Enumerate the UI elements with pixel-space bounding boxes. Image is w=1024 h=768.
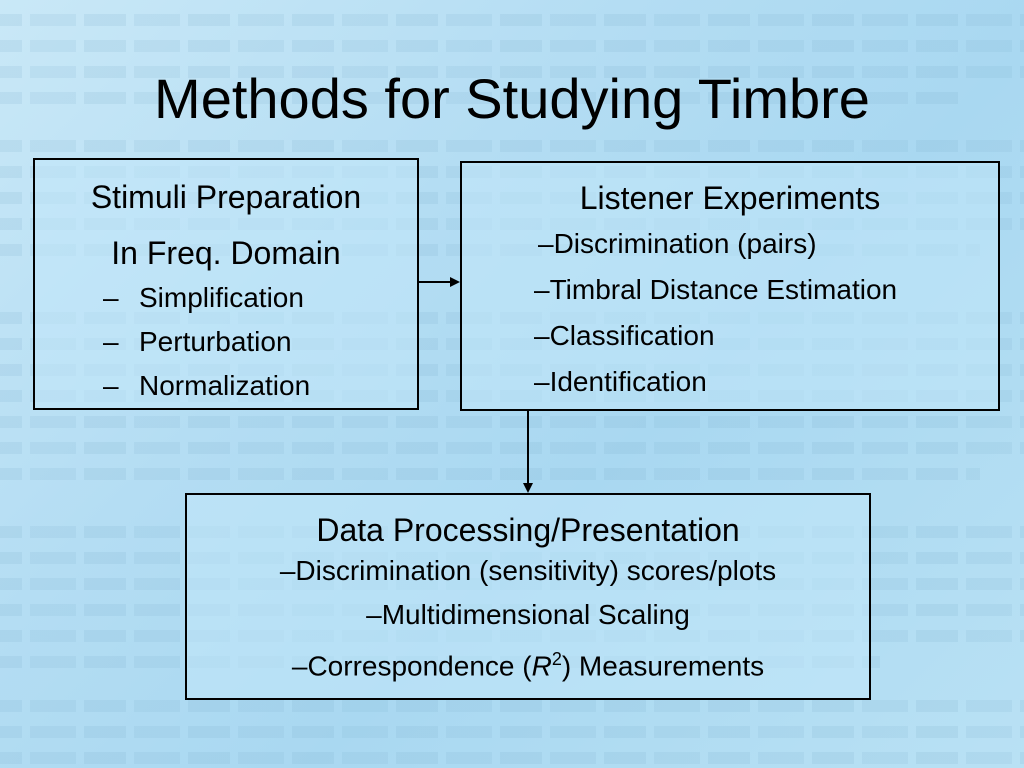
stimuli-heading-line1: Stimuli Preparation — [90, 179, 362, 215]
dash-prefix: – — [279, 555, 296, 586]
list-item: –Classification — [462, 313, 998, 359]
list-item-text: Discrimination (sensitivity) scores/plot… — [295, 555, 777, 586]
list-item-text: Multidimensional Scaling — [381, 599, 690, 630]
dash-prefix: – — [291, 650, 308, 682]
dash-prefix: – — [534, 366, 550, 397]
list-item-text: Discrimination (pairs) — [553, 228, 817, 259]
dash-prefix: – — [366, 599, 382, 630]
list-item: –Multidimensional Scaling — [187, 593, 869, 637]
data-processing-box: Data Processing/Presentation –Discrimina… — [185, 493, 871, 700]
listener-experiments-box: Listener Experiments –Discrimination (pa… — [460, 161, 1000, 411]
list-item: Perturbation — [103, 320, 417, 364]
correspondence-before: Correspondence ( — [307, 650, 532, 682]
list-item: –Timbral Distance Estimation — [462, 267, 998, 313]
data-list: –Discrimination (sensitivity) scores/plo… — [187, 549, 869, 688]
list-item-text: Timbral Distance Estimation — [549, 274, 898, 305]
listener-list: –Discrimination (pairs) –Timbral Distanc… — [462, 221, 998, 405]
listener-heading: Listener Experiments — [579, 180, 881, 216]
list-item: Simplification — [103, 276, 417, 320]
list-item-text: Classification — [549, 320, 715, 351]
dash-prefix: – — [538, 228, 554, 259]
list-item: –Identification — [462, 359, 998, 405]
list-item: –Discrimination (pairs) — [462, 221, 998, 267]
data-heading: Data Processing/Presentation — [316, 512, 740, 548]
list-item-text: Identification — [549, 366, 707, 397]
r-exponent: 2 — [551, 649, 562, 669]
list-item: Normalization — [103, 364, 417, 408]
dash-prefix: – — [534, 274, 550, 305]
stimuli-preparation-box: Stimuli Preparation In Freq. Domain Simp… — [33, 158, 419, 410]
r-variable: R — [531, 650, 552, 682]
stimuli-heading-line2: In Freq. Domain — [111, 235, 341, 271]
dash-prefix: – — [534, 320, 550, 351]
stimuli-list: Simplification Perturbation Normalizatio… — [35, 276, 417, 408]
list-item: –Correspondence (R2) Measurements — [187, 637, 869, 688]
slide-title: Methods for Studying Timbre — [154, 67, 870, 130]
correspondence-after: ) Measurements — [561, 650, 765, 682]
list-item: –Discrimination (sensitivity) scores/plo… — [187, 549, 869, 593]
